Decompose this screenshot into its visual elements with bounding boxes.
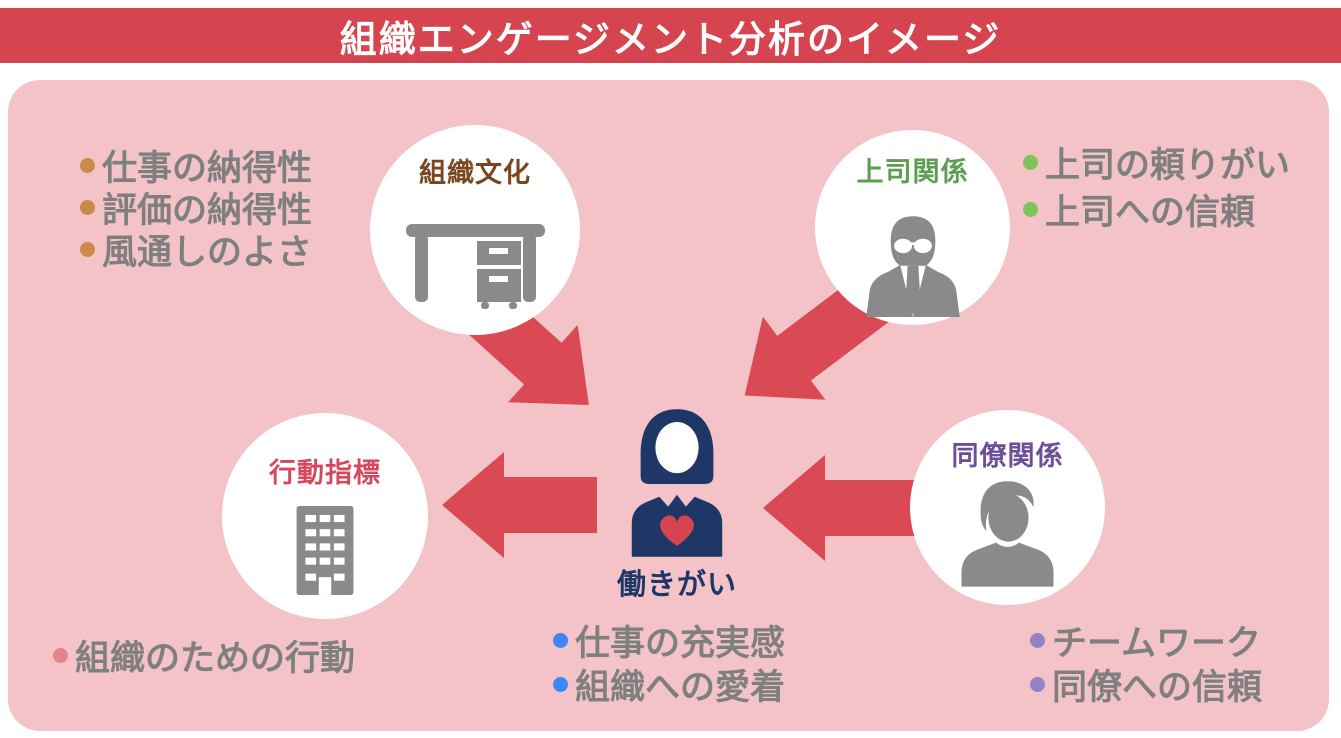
list-item: チームワーク	[1030, 618, 1262, 663]
bullet-group-colleague: チームワーク 同僚への信頼	[1030, 618, 1262, 707]
bullet-dot	[553, 632, 568, 648]
person-icon	[961, 481, 1054, 587]
list-item: 仕事の充実感	[553, 618, 785, 663]
node-colleague: 同僚関係	[910, 410, 1105, 605]
bullet-dot	[1030, 632, 1045, 648]
list-item: 風通しのよさ	[80, 228, 312, 272]
bullet-dot	[80, 199, 95, 215]
node-behavior-label: 行動指標	[269, 458, 381, 488]
list-item: 同僚への信頼	[1030, 662, 1262, 707]
list-item-label: 上司への信頼	[1045, 193, 1256, 232]
bullet-dot	[1023, 202, 1038, 217]
title-bar: 組織エンゲージメント分析のイメージ	[0, 8, 1341, 63]
bullet-dot	[553, 676, 568, 692]
list-item-label: 同僚への信頼	[1052, 667, 1263, 707]
list-item: 組織への愛着	[553, 662, 785, 707]
list-item-label: 組織のための行動	[75, 638, 356, 678]
list-item-label: 上司の頼りがい	[1045, 146, 1291, 185]
list-item: 上司への信頼	[1023, 186, 1290, 233]
arrow-center-to-behavior	[442, 452, 597, 558]
node-boss-label: 上司関係	[856, 157, 969, 187]
list-item-label: 評価の納得性	[102, 190, 313, 230]
heart-icon	[660, 515, 694, 546]
node-culture: 組織文化	[370, 125, 580, 335]
building-icon	[296, 506, 354, 595]
bullet-group-behavior: 組織のための行動	[53, 633, 355, 678]
page-title: 組織エンゲージメント分析のイメージ	[339, 18, 1002, 60]
bullet-group-culture: 仕事の納得性 評価の納得性 風通しのよさ	[80, 144, 312, 272]
list-item-label: 仕事の充実感	[575, 623, 786, 663]
list-item-label: 組織への愛着	[575, 667, 786, 707]
list-item: 仕事の納得性	[80, 144, 312, 188]
list-item-label: チームワーク	[1052, 623, 1261, 663]
list-item-label: 仕事の納得性	[102, 148, 313, 188]
bullet-dot	[1030, 676, 1045, 692]
node-behavior: 行動指標	[222, 413, 428, 619]
center-label: 働きがい	[616, 569, 737, 601]
diagram-panel	[8, 80, 1329, 731]
arrow-colleague-to-center	[763, 455, 940, 561]
bullet-dot	[80, 157, 95, 173]
node-colleague-label: 同僚関係	[951, 441, 1064, 471]
bullet-dot	[1023, 155, 1038, 170]
bullet-group-center: 仕事の充実感 組織への愛着	[553, 618, 785, 707]
desk-icon	[405, 224, 545, 309]
list-item: 上司の頼りがい	[1023, 139, 1290, 186]
woman-heart-icon	[631, 409, 723, 557]
node-boss: 上司関係	[815, 130, 1010, 325]
bullet-dot	[53, 647, 68, 663]
list-item-label: 風通しのよさ	[102, 232, 313, 272]
list-item: 評価の納得性	[80, 186, 312, 230]
node-culture-label: 組織文化	[419, 158, 531, 188]
bullet-dot	[80, 241, 95, 257]
list-item: 組織のための行動	[53, 633, 355, 678]
center-figure: 働きがい	[598, 407, 756, 603]
businessman-icon	[865, 216, 960, 317]
bullet-group-boss: 上司の頼りがい 上司への信頼	[1023, 139, 1290, 233]
